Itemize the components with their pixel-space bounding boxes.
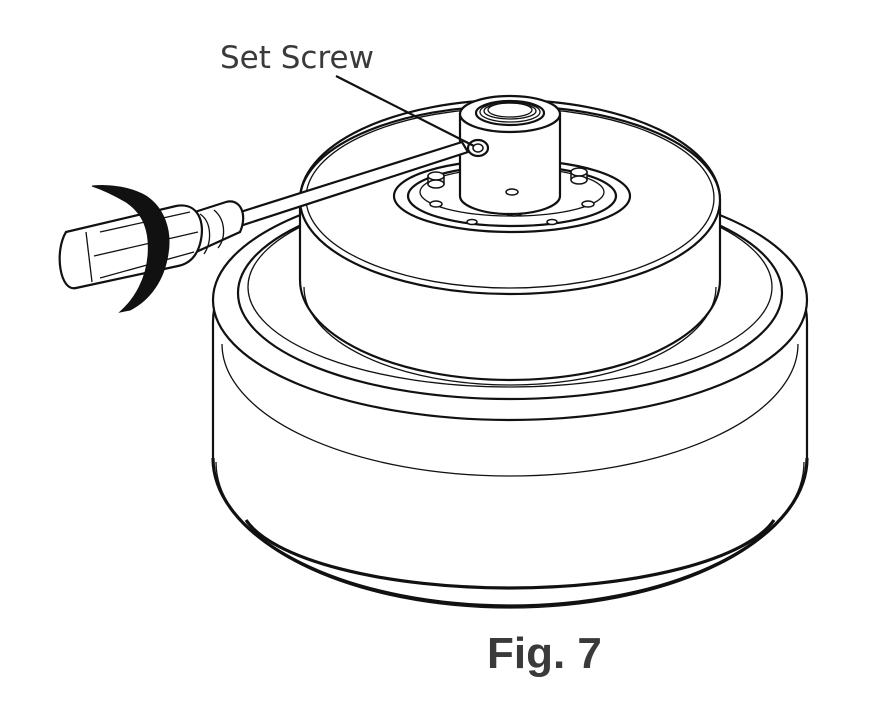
rotation-arrow-icon	[91, 185, 170, 313]
figure-caption: Fig. 7	[487, 629, 602, 678]
set-screw-leader-line	[335, 75, 475, 147]
set-screw-label: Set Screw	[220, 40, 374, 76]
mounting-bolt	[427, 171, 445, 189]
center-collar	[458, 94, 562, 216]
mounting-bolt	[570, 167, 588, 185]
set-screw	[466, 138, 490, 158]
